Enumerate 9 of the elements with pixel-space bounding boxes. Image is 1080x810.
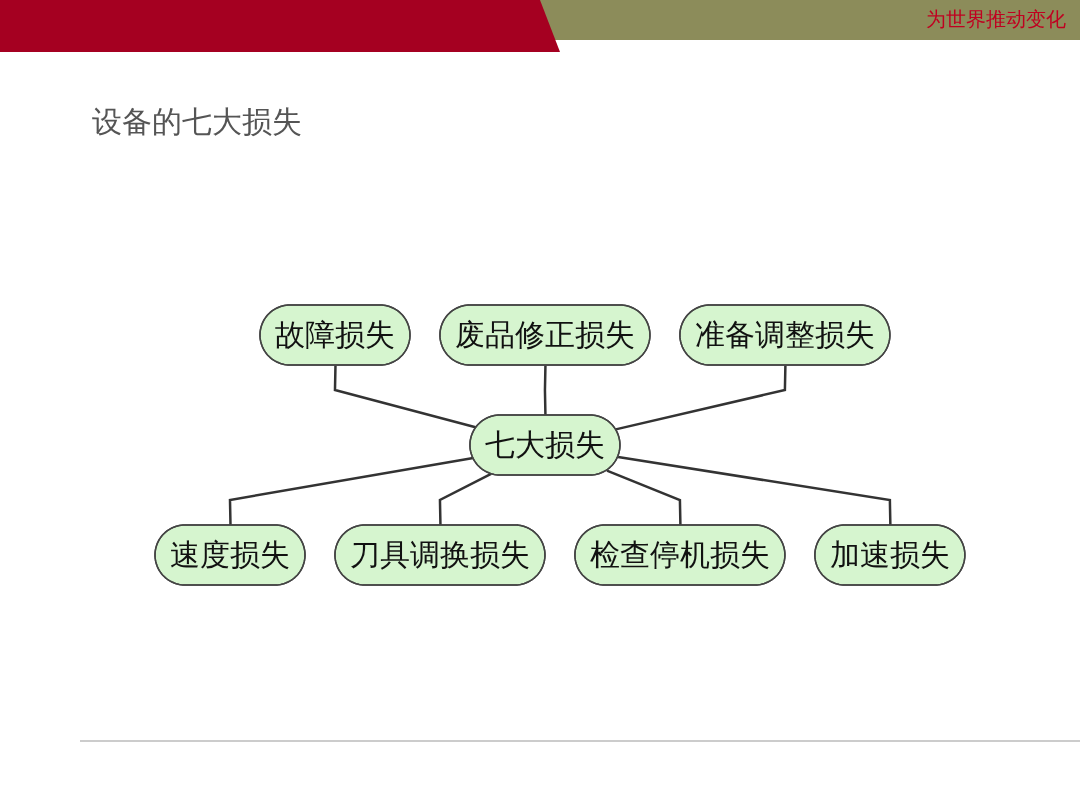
header-slogan: 为世界推动变化 [926,6,1066,33]
connector [617,455,892,526]
connector [615,365,787,431]
connector [606,469,682,526]
connector [228,456,474,526]
connector [333,365,477,429]
connector [438,472,492,526]
connector [543,365,547,416]
slide-title: 设备的七大损失 [92,103,302,141]
